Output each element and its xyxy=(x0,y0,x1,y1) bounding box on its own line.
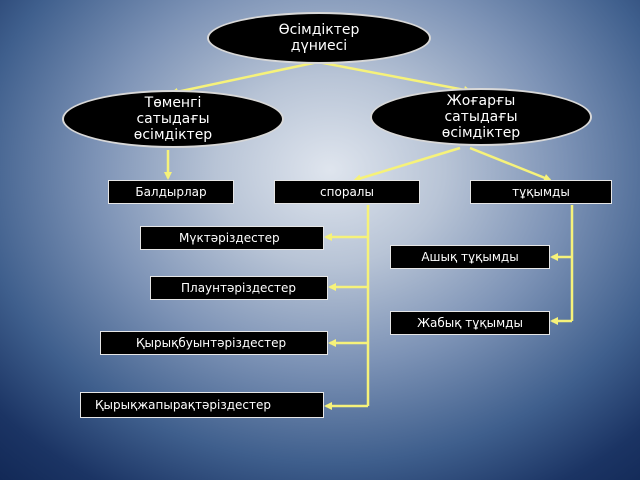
connector-higher-spore xyxy=(353,146,461,183)
node-seed-plants: тұқымды xyxy=(470,180,612,204)
node-spore-plants: споралы xyxy=(274,180,420,204)
node-lycophytes: Плаунтәріздестер xyxy=(150,276,328,300)
connector-root-higher xyxy=(317,60,472,94)
node-lower-plants-label: Төменгі сатыдағы өсімдіктер xyxy=(133,95,213,143)
node-plant-kingdom: Өсімдіктер дүниесі xyxy=(207,12,431,64)
node-mosses-label: Мүктәріздестер xyxy=(179,231,280,245)
node-angiosperms-label: Жабық тұқымды xyxy=(417,316,523,330)
node-higher-plants-label: Жоғарғы сатыдағы өсімдіктер xyxy=(441,93,521,141)
node-lycophytes-label: Плаунтәріздестер xyxy=(181,281,296,295)
node-gymnosperms-label: Ашық тұқымды xyxy=(421,250,519,264)
node-plant-kingdom-label: Өсімдіктер дүниесі xyxy=(278,22,360,54)
node-lower-plants: Төменгі сатыдағы өсімдіктер xyxy=(62,90,284,148)
node-seed-plants-label: тұқымды xyxy=(512,185,570,199)
node-horsetails: Қырықбуынтәріздестер xyxy=(100,331,328,355)
connector-higher-seed xyxy=(469,146,552,182)
node-angiosperms: Жабық тұқымды xyxy=(390,311,550,335)
connector-root-lower xyxy=(170,60,319,96)
node-algae: Балдырлар xyxy=(108,180,234,204)
node-gymnosperms: Ашық тұқымды xyxy=(390,245,550,269)
node-ferns-label: Қырықжапырақтәріздестер xyxy=(95,398,272,412)
node-ferns: Қырықжапырақтәріздестер xyxy=(80,392,324,418)
node-algae-label: Балдырлар xyxy=(135,185,207,199)
node-horsetails-label: Қырықбуынтәріздестер xyxy=(136,336,287,350)
node-spore-plants-label: споралы xyxy=(320,185,374,199)
node-higher-plants: Жоғарғы сатыдағы өсімдіктер xyxy=(370,88,592,146)
node-mosses: Мүктәріздестер xyxy=(140,226,324,250)
